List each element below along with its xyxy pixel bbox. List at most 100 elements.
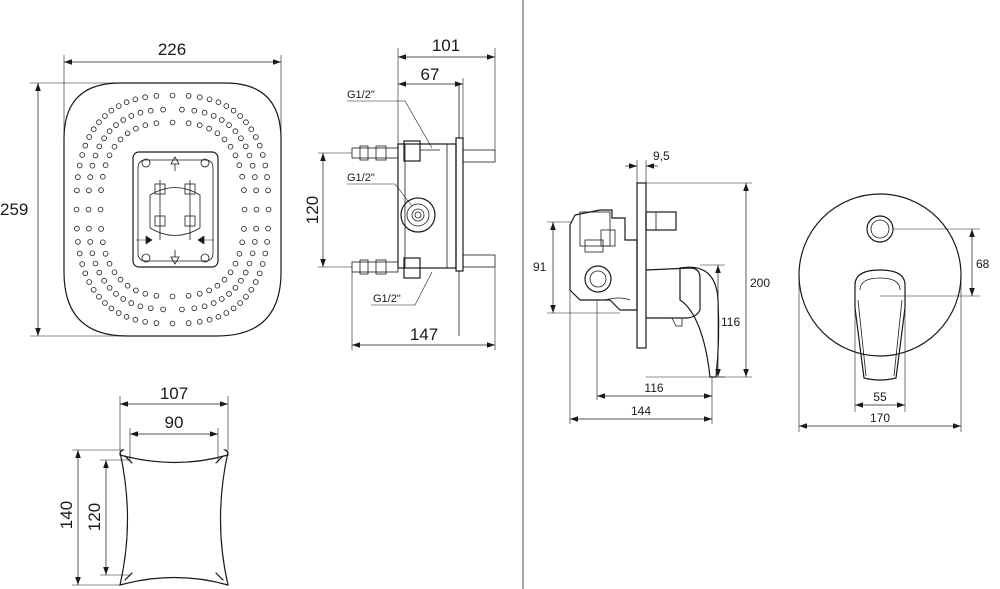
cover-hole (239, 239, 246, 246)
mounting-plate (119, 449, 229, 586)
cover-hole (160, 306, 166, 313)
svg-text:67: 67 (421, 65, 440, 84)
svg-text:144: 144 (631, 404, 651, 418)
cover-hole (219, 296, 225, 302)
svg-text:170: 170 (870, 411, 890, 425)
plate-outline (119, 449, 229, 586)
dim-plate-140: 140 (57, 449, 123, 586)
dim-side-147: 147 (351, 267, 496, 350)
cover-hole (124, 130, 131, 137)
dim-mixer-116-horizontal: 116 (596, 300, 713, 424)
cover-hole (115, 310, 122, 316)
cover-hole (248, 126, 255, 132)
cover-hole (227, 269, 234, 276)
cover-hole (169, 320, 176, 327)
cover-hole (253, 225, 259, 232)
cover-hole (265, 206, 272, 213)
cover-hole (86, 134, 92, 140)
cover-hole (226, 122, 232, 128)
lever-handle (679, 266, 720, 378)
cover-hole (232, 260, 239, 267)
svg-text:G1/2": G1/2" (347, 89, 375, 101)
dim-side-101: 101 (397, 36, 496, 150)
cover-hole (219, 117, 225, 123)
cover-hole (87, 239, 93, 245)
cover-hole (169, 92, 176, 99)
cover-hole (237, 300, 243, 306)
dim-side-67: 67 (398, 65, 464, 138)
lever-front (854, 269, 906, 381)
box-corner-hole (141, 253, 151, 263)
cover-hole (227, 143, 234, 150)
mixer-front-view (798, 193, 962, 381)
dim-front-68: 68 (880, 228, 990, 297)
cover-hole (206, 316, 213, 323)
box-fitting (154, 183, 166, 195)
box-fitting (154, 215, 166, 227)
cover-hole (89, 250, 96, 257)
cover-hole (191, 305, 198, 312)
side-rail (462, 149, 496, 163)
svg-text:147: 147 (410, 325, 438, 344)
diverter-knob (584, 265, 612, 293)
cover-hole (160, 106, 166, 113)
cover-hole (147, 305, 154, 312)
cover-hole (253, 134, 259, 140)
cover-hole (101, 277, 107, 284)
arrow-down-icon (170, 250, 180, 265)
cover-hole (206, 125, 212, 132)
dim-mixer-116-vertical: 116 (700, 264, 740, 378)
cover-hole (191, 107, 198, 114)
cover-hole (120, 117, 126, 123)
cover-hole (252, 239, 258, 245)
cover-hole (197, 318, 203, 325)
arrow-left-icon (197, 235, 214, 245)
box-body (132, 151, 219, 268)
cover-hole (76, 162, 83, 169)
cover-hole (117, 136, 124, 143)
cover-hole (86, 225, 92, 232)
cover-hole (201, 109, 208, 116)
cover-hole (239, 173, 246, 180)
cover-hole (142, 318, 149, 325)
cover-hole (232, 128, 239, 135)
cover-hole (237, 113, 243, 119)
cover-hole (106, 260, 113, 267)
cover-hole (102, 300, 108, 306)
rear-body (569, 209, 638, 311)
cover-hole (123, 313, 130, 320)
mixer-side-view (569, 182, 720, 378)
svg-text:140: 140 (57, 501, 76, 529)
cover-hole (123, 99, 130, 105)
cover-hole (89, 162, 96, 169)
svg-text:68: 68 (976, 257, 990, 271)
dim-front-height: 259 (0, 82, 125, 337)
cover-hole (153, 120, 160, 126)
cover-hole (221, 276, 228, 283)
dim-label: 226 (158, 40, 186, 59)
cover-hole (241, 187, 247, 193)
cover-hole (243, 293, 249, 300)
svg-text:200: 200 (750, 276, 770, 290)
dim-mixer-200: 200 (646, 182, 770, 378)
svg-text:9,5: 9,5 (653, 149, 670, 163)
cover-hole (226, 291, 232, 297)
cover-hole (243, 119, 249, 125)
cover-hole (246, 152, 253, 159)
cover-hole (232, 284, 239, 291)
cover-hole (256, 270, 263, 277)
cover-hole (214, 282, 221, 289)
thread-callout-mid: G1/2" (347, 172, 413, 207)
cover-hole (142, 290, 149, 297)
svg-text:116: 116 (644, 381, 663, 395)
box-fitting (184, 183, 196, 195)
cover-hole (132, 316, 139, 323)
cover-hole (210, 300, 217, 306)
cover-hole (96, 119, 102, 125)
box-inner (137, 159, 214, 262)
cover-hole (74, 225, 80, 232)
box-corner-hole (141, 158, 151, 168)
cover-hole (108, 107, 115, 114)
cover-hole (185, 292, 192, 299)
cover-hole (100, 239, 106, 246)
